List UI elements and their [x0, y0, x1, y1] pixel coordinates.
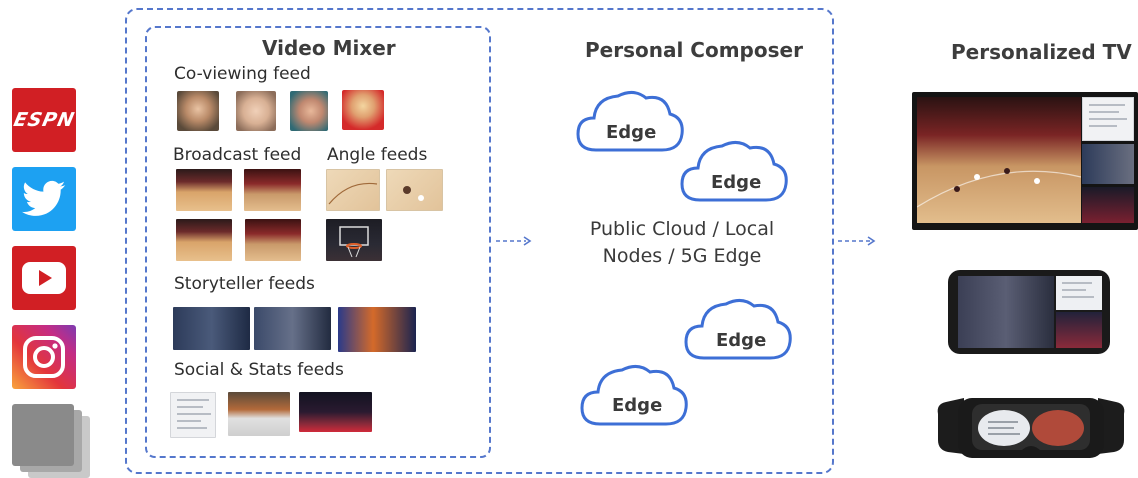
broadcast-thumbnail [176, 169, 232, 211]
angle-thumbnail [386, 169, 443, 211]
storyteller-thumbnail [254, 307, 331, 350]
tv-social-panel [1082, 97, 1134, 141]
smartphone-icon [948, 270, 1110, 354]
edge-label: Edge [716, 330, 767, 351]
co-viewer-thumbnail [177, 91, 219, 131]
espn-logo: ESPN [11, 88, 77, 152]
storyteller-thumbnail [173, 307, 250, 350]
edge-label: Edge [711, 172, 762, 193]
broadcast-thumbnail [245, 219, 301, 261]
arrow-right-icon [838, 236, 876, 246]
youtube-icon [12, 246, 76, 310]
espn-logo-text: ESPN [11, 109, 77, 131]
broadcast-label: Broadcast feed [173, 145, 302, 165]
stats-feed-thumbnail [299, 392, 372, 432]
edge-cloud-icon [680, 141, 788, 202]
arrow-right-icon [496, 236, 532, 246]
angle-thumbnail [326, 169, 380, 211]
edge-cloud-icon [576, 91, 684, 152]
vr-headset-icon [937, 398, 1125, 458]
personal-composer-title: Personal Composer [585, 38, 803, 62]
storyteller-thumbnail [338, 307, 416, 352]
tv-icon [912, 92, 1138, 230]
edge-label: Edge [612, 395, 663, 416]
cloud-caption: Public Cloud / Local Nodes / 5G Edge [584, 216, 780, 270]
stacked-layers-icon [12, 404, 94, 478]
cloud-caption-line2: Nodes / 5G Edge [602, 245, 762, 267]
stats-feed-thumbnail [228, 392, 290, 436]
storyteller-label: Storyteller feeds [174, 274, 315, 294]
angle-thumbnail [326, 219, 382, 261]
tv-angle-panel [1082, 187, 1134, 223]
co-viewer-thumbnail [236, 91, 276, 131]
broadcast-thumbnail [176, 219, 232, 261]
co-viewing-label: Co-viewing feed [174, 64, 311, 84]
cloud-caption-line1: Public Cloud / Local [589, 218, 775, 240]
tv-main-view [917, 97, 1081, 223]
personalized-tv-title: Personalized TV [951, 40, 1132, 64]
composer-frame [125, 8, 834, 474]
phone-main-view [958, 276, 1054, 348]
edge-label: Edge [606, 122, 657, 143]
phone-angle-panel [1056, 312, 1102, 348]
co-viewer-thumbnail [342, 90, 384, 130]
broadcast-thumbnail [244, 169, 301, 211]
social-feed-thumbnail [170, 392, 216, 438]
edge-cloud-icon [684, 299, 792, 360]
video-mixer-title: Video Mixer [262, 36, 396, 60]
social-stats-label: Social & Stats feeds [174, 360, 344, 380]
video-mixer-frame [145, 26, 491, 458]
tv-storyteller-panel [1082, 144, 1134, 184]
twitter-icon [12, 167, 76, 231]
instagram-icon [12, 325, 76, 389]
edge-cloud-icon [580, 365, 688, 426]
co-viewer-thumbnail [290, 91, 328, 131]
phone-social-panel [1056, 276, 1102, 310]
angle-label: Angle feeds [327, 145, 428, 165]
